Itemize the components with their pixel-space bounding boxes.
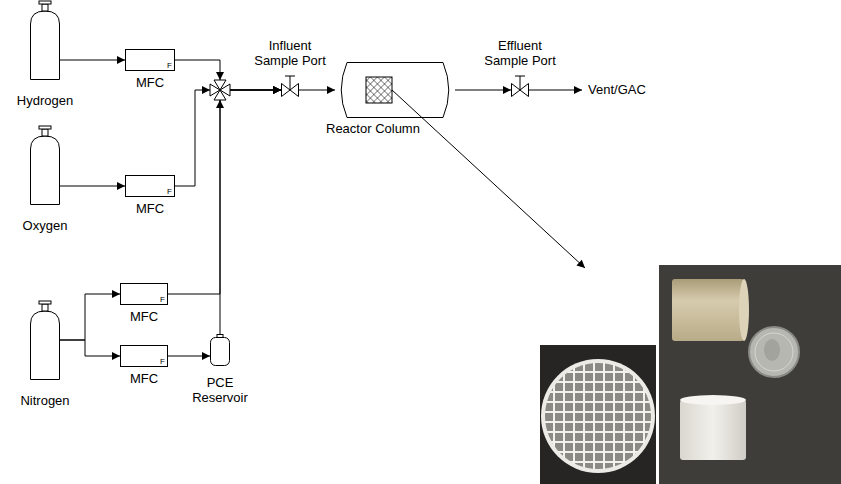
column-outline [341,63,449,118]
vent-line [529,90,582,91]
flow-line [60,60,125,61]
flow-line [175,90,281,186]
cylinder-cap [39,1,51,4]
cylinder-cap [39,126,51,129]
flow-line [455,90,511,91]
cylinder-neck [42,304,48,311]
gas-cylinder: Hydrogen [30,0,60,80]
mixing-valve [202,72,230,108]
monolith-photo [540,345,656,484]
monolith-rim [541,359,655,473]
shape-outline [30,125,60,205]
shape-outline [335,62,455,118]
gas-cylinder: Oxygen [30,125,60,205]
node-label: Influent Sample Port [247,39,333,69]
coin-profile [764,339,780,361]
sample-photo [659,265,841,484]
valve-stem [520,76,521,90]
flow-line [60,186,125,187]
uncoated-cylinder [680,400,746,460]
reactor-column: Reactor Column [335,62,455,118]
leader-line [392,90,585,268]
shape-outline [121,346,167,366]
coin [749,327,799,377]
shape-outline [121,284,167,304]
node-label: PCE Reservoir [187,376,253,406]
shape-outline [210,334,230,366]
shape-outline [511,83,529,97]
photo-background [659,265,841,484]
flow-line [168,90,281,294]
cylinder-body [31,11,60,80]
arrowhead [216,100,224,108]
node-label: Nitrogen [20,394,69,409]
coin-rim [755,333,793,371]
cylinder-face [680,395,746,405]
valve-handle [515,76,525,77]
mass-flow-controller: FMFC [120,283,168,305]
cylinder-neck [42,129,48,136]
shape-outline [126,50,174,70]
node-label: Reactor Column [326,122,420,137]
cylinder-cap [39,301,51,304]
node-label: MFC [130,372,158,387]
cylinder-face [739,279,749,341]
cylinder-body [31,311,60,380]
mass-flow-controller: FMFC [120,345,168,367]
valve-triangle [214,90,226,100]
photo-background [540,345,656,484]
mfc-flag: F [167,62,172,70]
valve-stem [290,76,291,90]
node-label: Effluent Sample Port [477,39,563,69]
sample-port-valve: Effluent Sample Port [511,83,529,97]
flow-line [60,340,120,356]
shape-outline [126,176,174,196]
pce-reservoir: PCE Reservoir [210,334,230,366]
flow-line [168,356,210,357]
flow-line [220,90,281,334]
sample-port-valve: Influent Sample Port [281,83,299,97]
mfc-flag: F [160,358,165,366]
cylinder-body [31,136,60,205]
arrowhead [216,72,224,80]
node-label: Hydrogen [17,94,73,109]
coated-cylinder [672,279,744,341]
valve-handle [285,76,295,77]
shape-outline [281,83,299,97]
flow-line [60,294,120,340]
mass-flow-controller: FMFC [125,175,175,197]
shape-outline [30,300,60,380]
arrowhead [202,86,210,94]
shape-outline [30,0,60,80]
node-label: MFC [136,202,164,217]
reservoir-body [211,338,230,366]
node-label: Oxygen [23,219,68,234]
monolith-honeycomb [545,363,651,469]
node-label: MFC [130,310,158,325]
node-label: MFC [136,76,164,91]
mfc-flag: F [167,188,172,196]
mass-flow-controller: FMFC [125,49,175,71]
outlet-label: Vent/GAC [588,83,646,98]
catalyst-bed [366,77,392,103]
gas-cylinder: Nitrogen [30,300,60,380]
mfc-flag: F [160,296,165,304]
valve-triangle [214,80,226,90]
reservoir-neck [217,335,223,338]
flow-line [299,90,335,91]
cylinder-neck [42,4,48,11]
